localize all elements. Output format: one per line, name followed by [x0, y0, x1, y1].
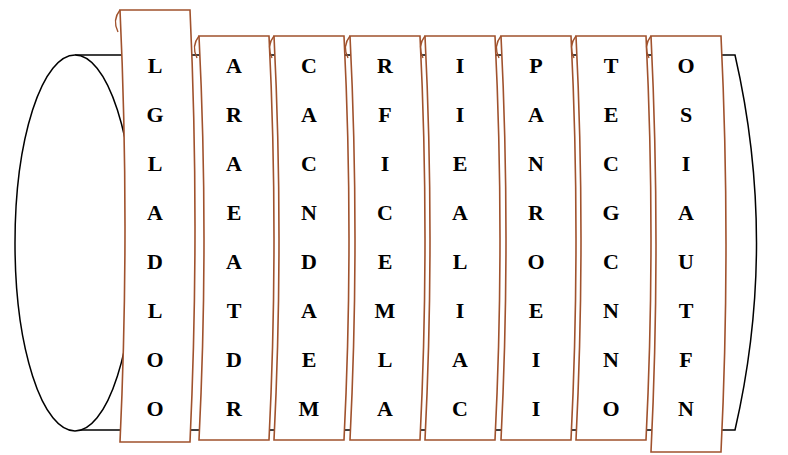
cipher-letter: I — [501, 335, 571, 384]
strip-wrap — [571, 36, 576, 58]
strip-edge — [576, 36, 651, 440]
cipher-letter: O — [576, 384, 646, 433]
cipher-letter: I — [651, 139, 721, 188]
cipher-letter: M — [350, 286, 420, 335]
cipher-letter: E — [576, 90, 646, 139]
paper-strip: RFICEMLA — [350, 36, 420, 440]
strip-edge — [350, 36, 425, 440]
cipher-letter: N — [501, 139, 571, 188]
cipher-letter: C — [576, 139, 646, 188]
cylinder-end — [15, 55, 135, 431]
cipher-letter: L — [120, 41, 190, 90]
cipher-letter: A — [350, 384, 420, 433]
strip-wrap — [420, 36, 425, 58]
cipher-letter: A — [274, 286, 344, 335]
paper-strip: LGLADLOO — [120, 10, 190, 442]
cipher-letter: D — [120, 237, 190, 286]
cipher-letter: A — [199, 41, 269, 90]
cipher-letter: A — [199, 237, 269, 286]
cipher-letter: O — [651, 41, 721, 90]
paper-strip: ARAEATDR — [199, 36, 269, 440]
strip-edge — [501, 36, 576, 440]
strip-outline — [274, 36, 344, 440]
cipher-letter: T — [576, 41, 646, 90]
paper-strip: PANROEII — [501, 36, 571, 440]
cipher-letter: L — [120, 139, 190, 188]
cipher-letter: D — [274, 237, 344, 286]
cipher-letter: I — [425, 90, 495, 139]
cipher-letter: C — [274, 139, 344, 188]
cipher-letter: P — [501, 41, 571, 90]
cipher-letter: T — [651, 286, 721, 335]
cipher-letter: I — [425, 41, 495, 90]
cipher-letter: N — [576, 286, 646, 335]
cipher-letter: E — [274, 335, 344, 384]
strip-outline — [350, 36, 420, 440]
cipher-letter: N — [576, 335, 646, 384]
cipher-letter: R — [501, 188, 571, 237]
paper-strip: OSIAUTFN — [651, 36, 721, 452]
strip-wrap — [646, 36, 651, 58]
cipher-letter: S — [651, 90, 721, 139]
strip-outline — [199, 36, 269, 440]
strip-edge — [120, 10, 195, 442]
cipher-letter: O — [501, 237, 571, 286]
strip-wrap — [115, 10, 120, 32]
cipher-letter: C — [576, 237, 646, 286]
paper-strip: IIEALIAC — [425, 36, 495, 440]
cipher-letter: O — [120, 384, 190, 433]
cipher-letter: O — [120, 335, 190, 384]
cipher-letter: I — [350, 139, 420, 188]
cipher-letter: E — [425, 139, 495, 188]
cipher-letter: L — [350, 335, 420, 384]
cipher-letter: G — [576, 188, 646, 237]
cipher-letter: F — [651, 335, 721, 384]
cipher-letter: M — [274, 384, 344, 433]
cipher-letter: C — [274, 41, 344, 90]
cipher-letter: N — [274, 188, 344, 237]
cipher-letter: G — [120, 90, 190, 139]
cipher-letter: D — [199, 335, 269, 384]
strip-outline — [576, 36, 646, 440]
cipher-letter: I — [425, 286, 495, 335]
cipher-letter: A — [501, 90, 571, 139]
cipher-letter: A — [425, 188, 495, 237]
cipher-letter: C — [350, 188, 420, 237]
cipher-letter: A — [199, 139, 269, 188]
strip-outline — [425, 36, 495, 440]
strip-wrap — [496, 36, 501, 58]
strip-outline — [501, 36, 571, 440]
cipher-letter: L — [425, 237, 495, 286]
cipher-letter: A — [651, 188, 721, 237]
strip-wrap — [269, 36, 274, 58]
cipher-letter: A — [274, 90, 344, 139]
cipher-letter: R — [350, 41, 420, 90]
paper-strip: CACNDAEM — [274, 36, 344, 440]
cipher-letter: I — [501, 384, 571, 433]
cipher-letter: R — [199, 90, 269, 139]
cipher-letter: E — [501, 286, 571, 335]
cipher-letter: F — [350, 90, 420, 139]
cipher-letter: C — [425, 384, 495, 433]
cipher-letter: A — [120, 188, 190, 237]
cipher-letter: A — [425, 335, 495, 384]
strip-edge — [274, 36, 349, 440]
cipher-letter: E — [350, 237, 420, 286]
paper-strip: TECGCNNO — [576, 36, 646, 440]
cipher-letter: U — [651, 237, 721, 286]
strip-outline — [651, 36, 721, 452]
strip-edge — [651, 36, 726, 452]
strip-edge — [199, 36, 274, 440]
cipher-letter: R — [199, 384, 269, 433]
cipher-letter: E — [199, 188, 269, 237]
cipher-letter: T — [199, 286, 269, 335]
strip-wrap — [345, 36, 350, 58]
cipher-letter: L — [120, 286, 190, 335]
cipher-letter: N — [651, 384, 721, 433]
strip-wrap — [194, 36, 199, 58]
strip-edge — [425, 36, 500, 440]
